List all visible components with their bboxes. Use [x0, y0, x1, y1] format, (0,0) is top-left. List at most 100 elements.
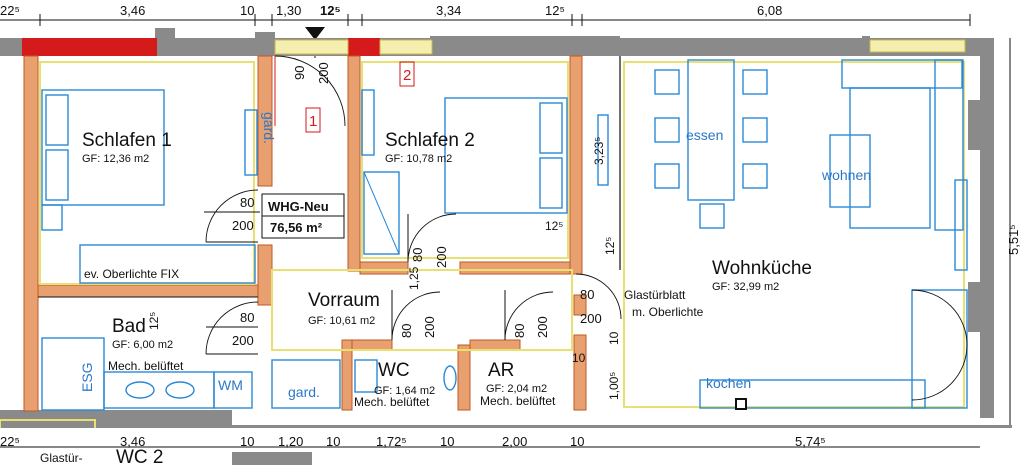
room-name-bad: Bad — [112, 316, 146, 337]
room-name-vorraum: Vorraum — [308, 290, 380, 311]
dim-top-6: 12⁵ — [545, 3, 565, 18]
tv-cabinet — [954, 179, 968, 271]
svg-text:200: 200 — [535, 316, 550, 338]
label-wohnen: wohnen — [821, 167, 871, 183]
room-note-wc: Mech. belüftet — [354, 395, 430, 409]
wardrobe-sz1 — [79, 244, 256, 284]
bottom-dimension-line: 22⁵ 3,46 10 1,20 10 1,72⁵ 10 2,00 10 5,7… — [0, 434, 980, 465]
toilet — [354, 359, 378, 393]
room-name-schlafen2: Schlafen 2 — [385, 130, 475, 151]
svg-text:3,46: 3,46 — [120, 434, 145, 449]
room-name-schlafen1: Schlafen 1 — [82, 130, 172, 151]
note-glastuer2: m. Oberlichte — [632, 305, 704, 319]
dim-wohn-d: 1,00⁵ — [607, 372, 621, 400]
dim-wohn-a: 3,23⁵ — [592, 137, 606, 165]
svg-text:2: 2 — [403, 67, 411, 84]
room-gf-wc: GF: 1,64 m2 — [374, 385, 435, 397]
svg-text:200: 200 — [232, 218, 254, 233]
window-entry — [274, 39, 349, 55]
room-gf-bad: GF: 6,00 m2 — [112, 339, 173, 351]
svg-text:10: 10 — [240, 434, 254, 449]
note-glastuer: Glastürblatt — [624, 288, 686, 302]
room-name-wohnkueche: Wohnküche — [712, 258, 812, 279]
room-note-bad: Mech. belüftet — [108, 359, 184, 373]
bed-sz1 — [41, 89, 165, 231]
svg-text:80: 80 — [410, 248, 425, 262]
note-gard-2: gard. — [288, 384, 320, 400]
note-glastuer-bottom: Glastür- — [40, 451, 83, 465]
svg-text:200: 200 — [580, 311, 602, 326]
svg-text:80: 80 — [580, 287, 594, 302]
svg-text:22⁵: 22⁵ — [0, 434, 20, 449]
svg-text:200: 200 — [316, 62, 331, 84]
unit-area: 76,56 m² — [270, 220, 323, 235]
dim-top-7: 6,08 — [757, 3, 782, 18]
svg-text:2,00: 2,00 — [502, 434, 527, 449]
vanity — [103, 371, 215, 409]
svg-text:10: 10 — [440, 434, 454, 449]
kitchen-counter — [699, 379, 926, 409]
sz2-outline — [361, 61, 569, 259]
svg-text:200: 200 — [232, 333, 254, 348]
note-esg: ESG — [79, 362, 95, 392]
dim-wohn-b: 12⁵ — [603, 237, 617, 255]
note-oberlichte: ev. Oberlichte FIX — [84, 267, 179, 281]
svg-text:1,20: 1,20 — [278, 434, 303, 449]
room-gf-vorraum: GF: 10,61 m2 — [308, 315, 375, 327]
washing-machine — [213, 371, 253, 409]
wohn-outline — [623, 61, 965, 408]
dim-wohn-e: 10 — [572, 351, 586, 365]
room-gf-ar: GF: 2,04 m2 — [486, 383, 547, 395]
dim-top-3: 1,30 — [276, 3, 301, 18]
room-name-wc: WC — [378, 360, 410, 381]
note-gard-1: gard. — [261, 112, 277, 144]
bed-sz2 — [444, 97, 568, 214]
shelf-sz2 — [361, 89, 375, 156]
dim-wohn-c: 10 — [607, 331, 621, 345]
sz1-outline — [39, 61, 255, 285]
svg-text:200: 200 — [422, 316, 437, 338]
svg-text:1: 1 — [309, 113, 317, 130]
svg-text:5,74⁵: 5,74⁵ — [795, 434, 826, 449]
dim-top-0: 22⁵ — [0, 3, 20, 18]
dim-top-2: 10 — [240, 3, 254, 18]
dim-sz2-a: 12⁵ — [545, 219, 563, 233]
dim-vor-a: 1,25 — [407, 266, 421, 290]
svg-text:80: 80 — [240, 310, 254, 325]
top-dimension-line: 22⁵ 3,46 10 1,30 12⁵ 3,34 12⁵ 6,08 — [0, 3, 971, 58]
dim-right: 5,51⁵ — [1006, 224, 1021, 255]
svg-text:10: 10 — [326, 434, 340, 449]
label-essen: essen — [686, 127, 723, 143]
right-dimension: 5,51⁵ — [1006, 38, 1021, 425]
sofa — [829, 59, 964, 231]
room-note-ar: Mech. belüftet — [480, 394, 556, 408]
wardrobe-vorraum — [271, 359, 341, 409]
label-kochen: kochen — [706, 375, 751, 391]
room-gf-schlafen2: GF: 10,78 m2 — [385, 153, 452, 165]
note-wm: WM — [218, 377, 243, 393]
svg-text:80: 80 — [240, 195, 254, 210]
svg-text:10: 10 — [570, 434, 584, 449]
wc-sink — [443, 365, 457, 391]
unit-box: WHG-Neu 76,56 m² — [261, 193, 345, 239]
shelf-sz1 — [244, 109, 258, 176]
doors — [205, 55, 968, 401]
svg-text:200: 200 — [434, 246, 449, 268]
label-wc2: WC 2 — [116, 447, 164, 465]
unit-title: WHG-Neu — [268, 199, 329, 214]
door-labels: 80 200 80 200 80 200 80 200 80 200 80 20… — [204, 62, 602, 348]
svg-text:80: 80 — [399, 324, 414, 338]
dim-top-1: 3,46 — [120, 3, 145, 18]
interior-walls — [23, 55, 587, 412]
svg-text:80: 80 — [512, 324, 527, 338]
dining-table — [654, 59, 768, 229]
dim-bad-a: 12⁵ — [147, 312, 161, 330]
window-sz2 — [379, 39, 433, 55]
wardrobe-sz2 — [363, 171, 400, 255]
window-wohn — [869, 39, 966, 53]
room-gf-wohnkueche: GF: 32,99 m2 — [712, 281, 779, 293]
vorraum-outline — [271, 269, 573, 351]
red-wall-segment-2 — [348, 38, 380, 56]
svg-text:90: 90 — [292, 66, 307, 80]
